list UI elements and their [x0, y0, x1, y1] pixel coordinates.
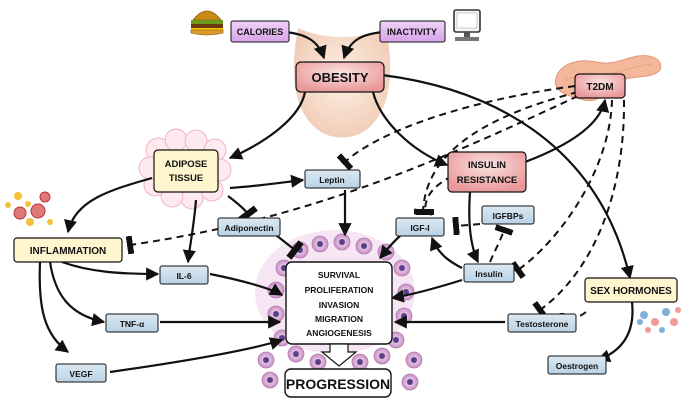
- outcome-migration: MIGRATION: [315, 314, 363, 324]
- tumour-cell-nucleus: [339, 239, 345, 245]
- calories-node[interactable]: CALORIES: [230, 20, 290, 43]
- tumour-cell-nucleus: [379, 353, 385, 359]
- tumour-cell-nucleus: [267, 377, 273, 383]
- dashed-connections: [125, 85, 626, 332]
- leptin-label: Leptin: [319, 175, 345, 185]
- insulin-resistance-label-line2: RESISTANCE: [457, 175, 518, 186]
- outcome-angiogenesis: ANGIOGENESIS: [306, 328, 372, 338]
- insulin-resistance-node[interactable]: INSULIN RESISTANCE: [447, 151, 527, 193]
- tumour-cell-nucleus: [297, 247, 303, 253]
- vegf-label: VEGF: [69, 369, 92, 379]
- progression-node[interactable]: PROGRESSION: [284, 368, 392, 398]
- outcome-invasion: INVASION: [319, 300, 359, 310]
- tumour-cell-nucleus: [317, 241, 323, 247]
- insulin-label: Insulin: [475, 269, 502, 279]
- leptin-node[interactable]: Leptin: [304, 169, 361, 189]
- tumour-cell-nucleus: [293, 351, 299, 357]
- adiponectin-node[interactable]: Adiponectin: [217, 217, 281, 237]
- igfbps-node[interactable]: IGFBPs: [481, 205, 535, 225]
- tumour-cell-nucleus: [411, 357, 417, 363]
- igfbps-label: IGFBPs: [493, 211, 524, 221]
- t2dm-node[interactable]: T2DM: [574, 73, 626, 99]
- down-arrow-icon: [320, 343, 358, 367]
- tumour-cell-nucleus: [401, 313, 407, 319]
- tumour-cell-nucleus: [399, 265, 405, 271]
- tumour-cell-nucleus: [361, 243, 367, 249]
- hormone-dots-icon: [637, 307, 681, 333]
- tumour-cell-nucleus: [273, 311, 279, 317]
- inflammatory-cells-icon: [5, 191, 53, 226]
- progression-label: PROGRESSION: [286, 376, 390, 392]
- insulin-resistance-label-line1: INSULIN: [468, 160, 506, 171]
- calories-label: CALORIES: [237, 27, 284, 37]
- igf1-label: IGF-I: [410, 223, 429, 233]
- burger-icon: [190, 10, 224, 36]
- outcomes-list: PROLIFERATION INVASION MIGRATION ANGIOGE…: [305, 285, 374, 338]
- adipose-tissue-node[interactable]: ADIPOSE TISSUE: [153, 149, 219, 193]
- adipose-label-line2: TISSUE: [169, 173, 203, 184]
- oestrogen-label: Oestrogen: [556, 361, 599, 371]
- computer-icon: [453, 9, 481, 41]
- outcome-proliferation: PROLIFERATION: [305, 285, 374, 295]
- il6-node[interactable]: IL-6: [159, 265, 209, 285]
- tnf-label: TNF-α: [120, 319, 145, 329]
- inflammation-node[interactable]: INFLAMMATION: [13, 237, 123, 263]
- inactivity-label: INACTIVITY: [387, 27, 437, 37]
- inactivity-node[interactable]: INACTIVITY: [379, 20, 446, 43]
- t2dm-label: T2DM: [586, 82, 613, 93]
- adipose-label-line1: ADIPOSE: [165, 159, 208, 170]
- insulin-node[interactable]: Insulin: [463, 263, 515, 283]
- sex-hormones-node[interactable]: SEX HORMONES: [584, 277, 678, 303]
- obesity-label: OBESITY: [311, 70, 368, 85]
- tumour-cell-nucleus: [315, 359, 321, 365]
- tumour-cell-nucleus: [357, 359, 363, 365]
- adiponectin-label: Adiponectin: [224, 223, 273, 233]
- vegf-node[interactable]: VEGF: [55, 363, 107, 383]
- testosterone-label: Testosterone: [516, 319, 569, 329]
- il6-label: IL-6: [176, 271, 191, 281]
- connections: [38, 30, 634, 374]
- tumour-cell-nucleus: [263, 357, 269, 363]
- sex-hormones-label: SEX HORMONES: [590, 286, 672, 297]
- inflammation-label: INFLAMMATION: [30, 246, 106, 257]
- igf1-node[interactable]: IGF-I: [395, 217, 445, 237]
- tumour-cell-nucleus: [407, 379, 413, 385]
- testosterone-node[interactable]: Testosterone: [507, 313, 577, 333]
- outcome-survival: SURVIVAL: [318, 270, 360, 280]
- oestrogen-node[interactable]: Oestrogen: [547, 355, 607, 375]
- tumour-cell-nucleus: [393, 337, 399, 343]
- obesity-node[interactable]: OBESITY: [295, 61, 385, 93]
- tnf-node[interactable]: TNF-α: [105, 313, 159, 333]
